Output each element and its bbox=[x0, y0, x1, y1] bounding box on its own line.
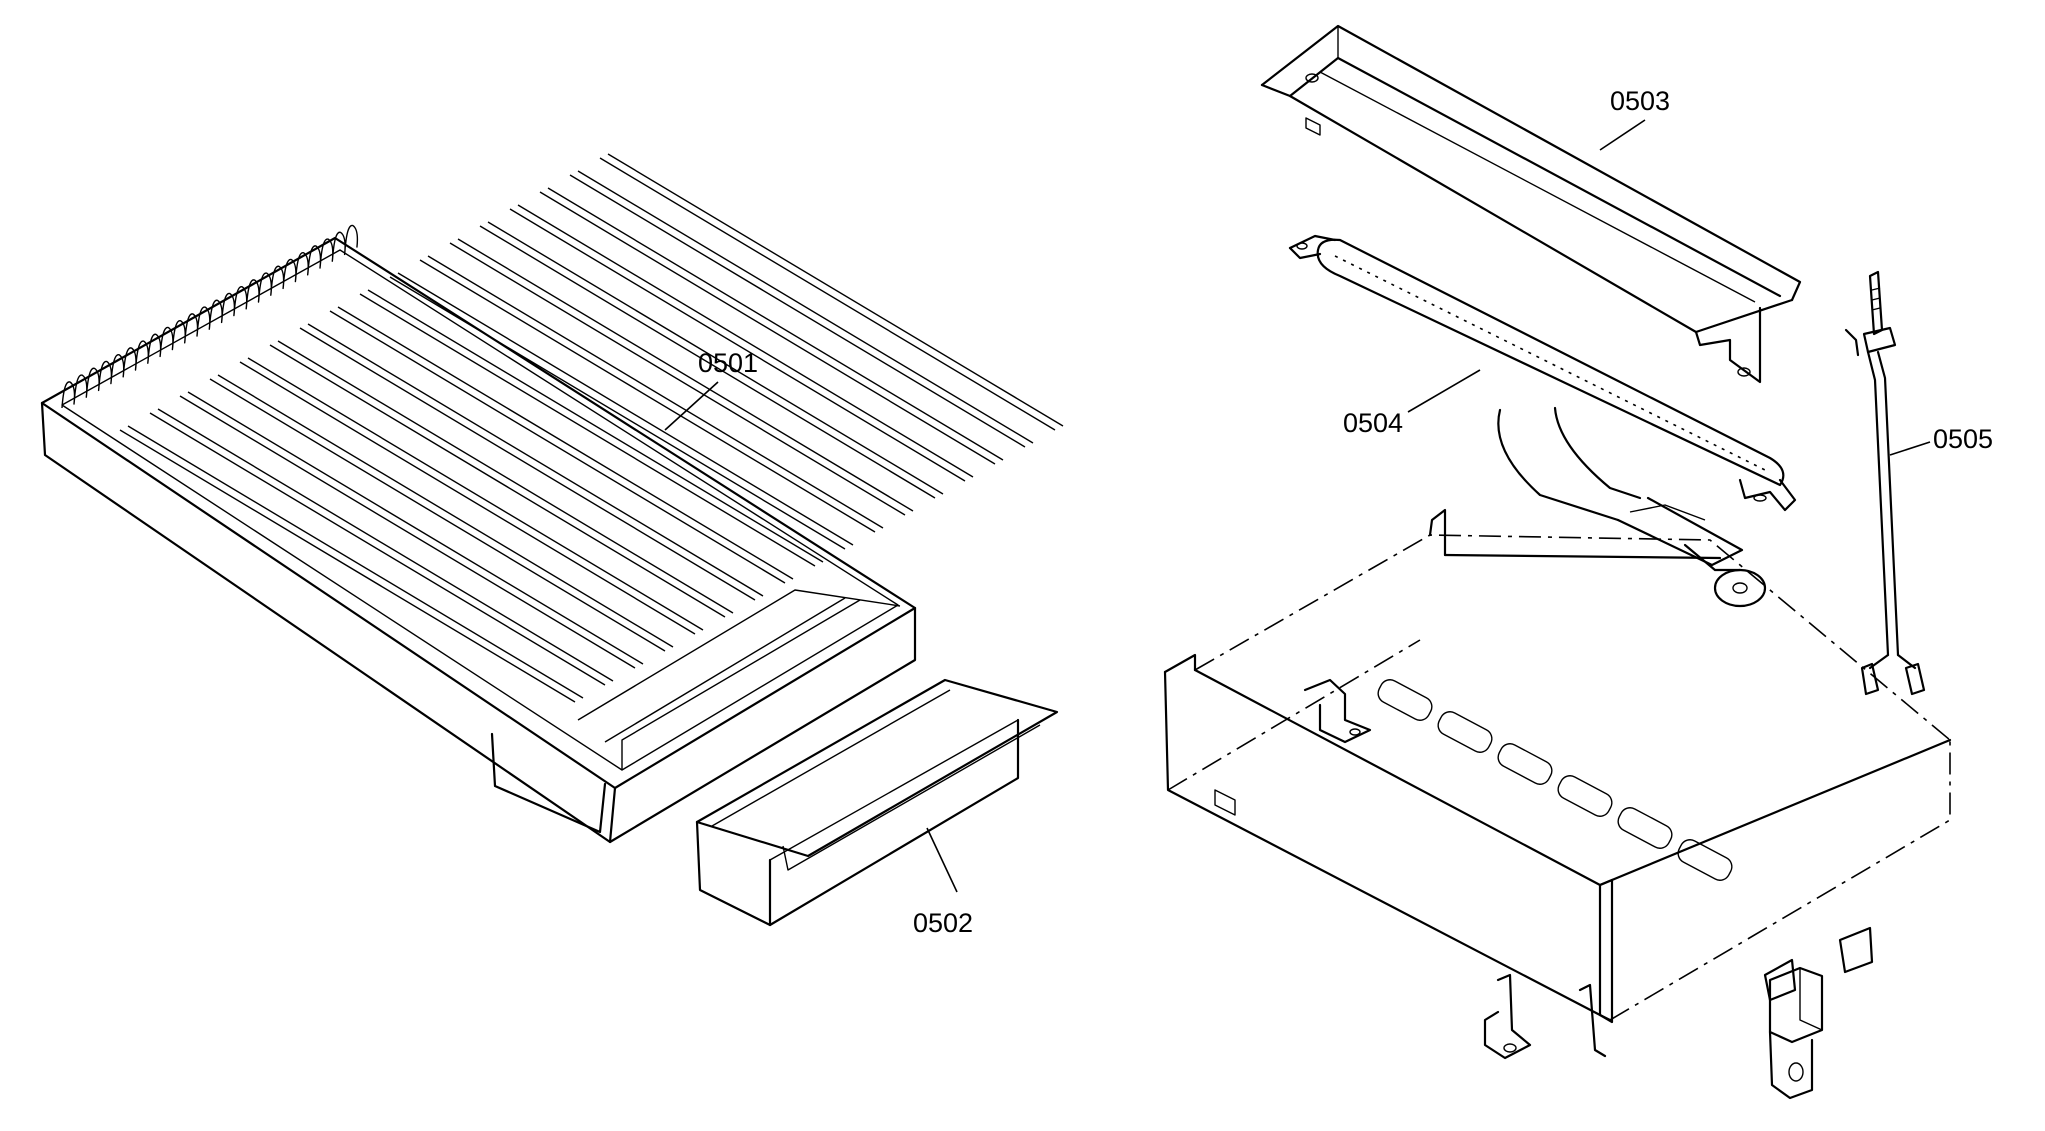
burner-box-base bbox=[1163, 508, 1952, 1060]
mounting-bracket bbox=[1768, 966, 1824, 1100]
part-0501-grill-tray bbox=[40, 153, 1064, 844]
leader-lines bbox=[664, 119, 1931, 893]
part-label-0502: 0502 bbox=[913, 908, 973, 938]
part-label-0501: 0501 bbox=[698, 348, 758, 378]
part-0503-heat-shield bbox=[1260, 24, 1802, 384]
part-0502-drip-pan bbox=[695, 678, 1059, 927]
part-0504-burner-tube bbox=[1288, 234, 1797, 608]
part-label-0503: 0503 bbox=[1610, 86, 1670, 116]
part-label-0505: 0505 bbox=[1933, 424, 1993, 454]
part-0505-igniter bbox=[1844, 270, 1926, 696]
part-label-0504: 0504 bbox=[1343, 408, 1403, 438]
